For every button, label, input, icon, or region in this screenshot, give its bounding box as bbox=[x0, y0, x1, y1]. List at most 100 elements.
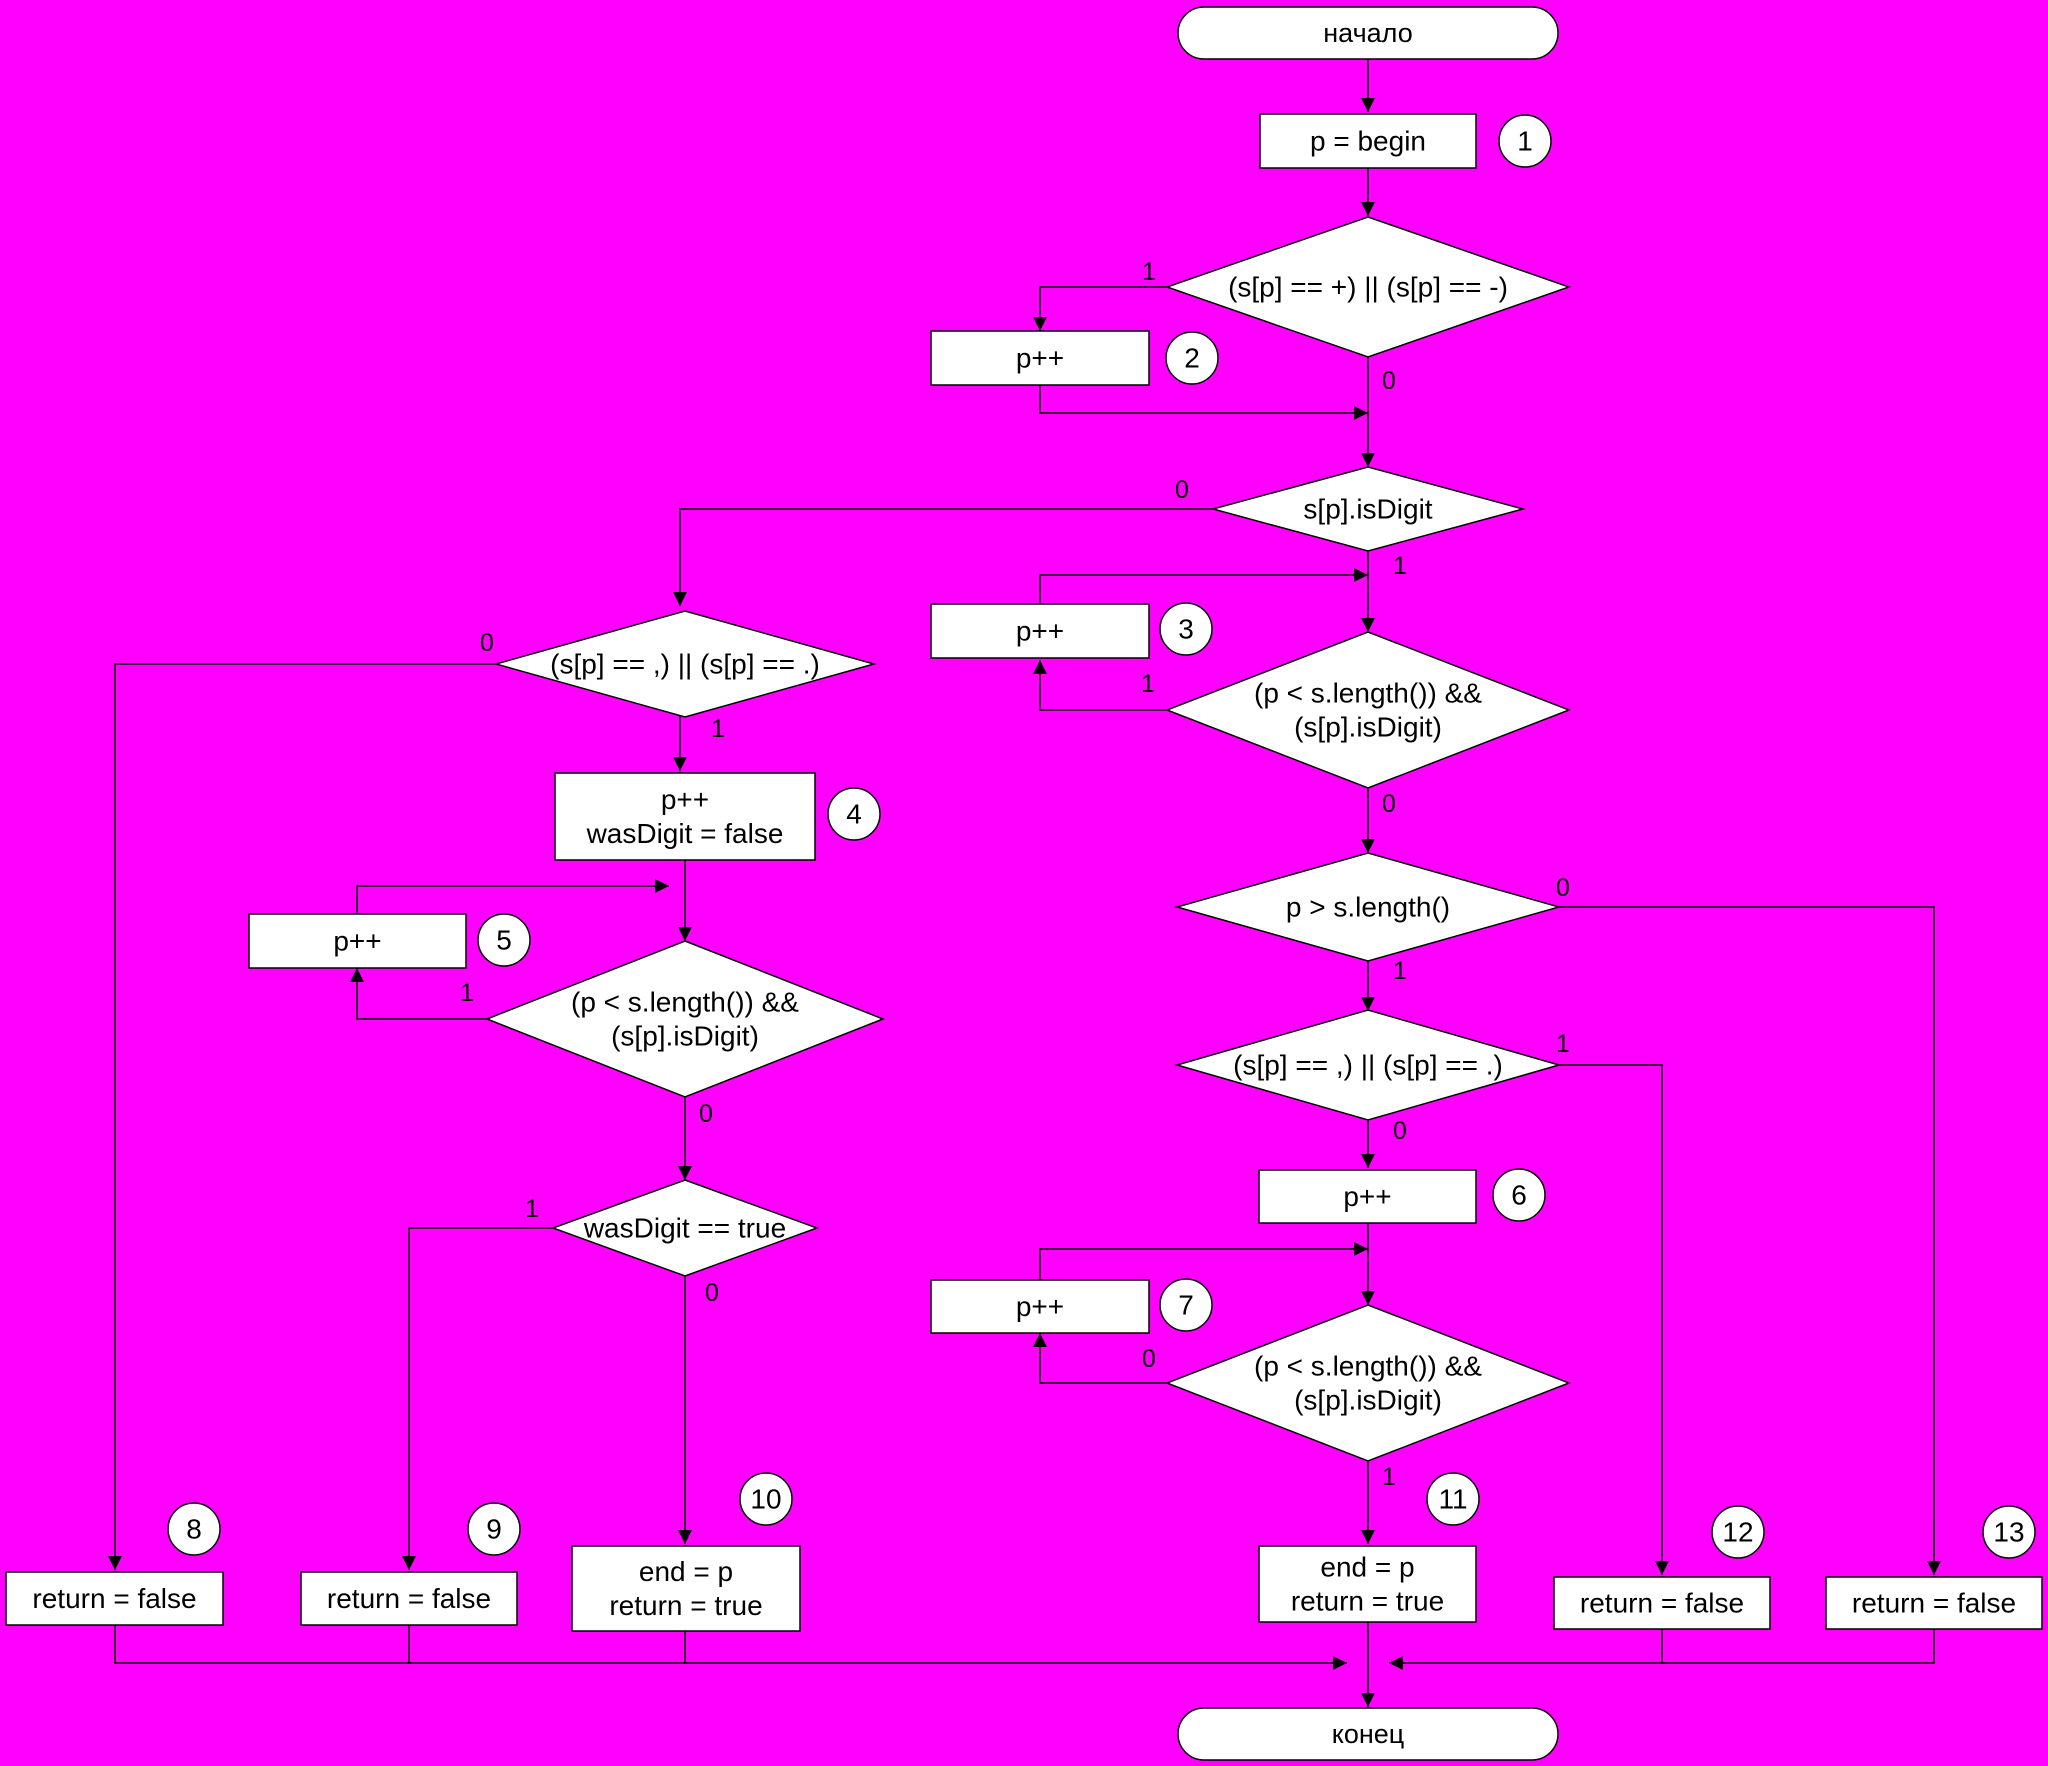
block-number-5: 5 bbox=[496, 925, 512, 956]
block-number-3: 3 bbox=[1178, 614, 1194, 645]
block-number-badge-11 bbox=[1426, 1472, 1480, 1526]
arrow-d2-false-to-d4 bbox=[673, 508, 1213, 606]
branch-label: 0 bbox=[699, 1100, 713, 1128]
branch-label: 0 bbox=[1393, 1117, 1407, 1145]
process-block-1-text: p = begin bbox=[1310, 126, 1426, 157]
decision-4-text: (s[p] == ,) || (s[p] == .) bbox=[550, 649, 820, 680]
arrow-d5-true-to-b5 bbox=[350, 968, 487, 1020]
decision-5-text-line-1: (p < s.length()) && bbox=[571, 987, 799, 1018]
block-number-badge-3 bbox=[1159, 602, 1213, 656]
terminal-start bbox=[1177, 6, 1559, 60]
decision-5-text-line-2: (s[p].isDigit) bbox=[611, 1020, 759, 1051]
process-block-6 bbox=[1258, 1169, 1477, 1224]
block-number-13: 13 bbox=[1993, 1517, 2024, 1548]
process-block-2-text: p++ bbox=[1016, 343, 1064, 374]
block-number-2: 2 bbox=[1184, 343, 1200, 374]
block-number-badge-4 bbox=[827, 787, 881, 841]
branch-label: 0 bbox=[1175, 476, 1189, 504]
process-block-2 bbox=[930, 330, 1150, 386]
process-block-13-text: return = false bbox=[1852, 1588, 2016, 1619]
branch-label: 1 bbox=[1142, 258, 1156, 286]
process-block-11-text-line-2: return = true bbox=[1291, 1585, 1444, 1616]
branch-label: 0 bbox=[1382, 790, 1396, 818]
process-block-1 bbox=[1259, 113, 1477, 169]
arrow-right-merge-to-end bbox=[1389, 1629, 1935, 1670]
process-block-8-text: return = false bbox=[32, 1583, 196, 1614]
block-number-9: 9 bbox=[486, 1514, 502, 1545]
terminal-end-label: конец bbox=[1332, 1719, 1405, 1749]
process-block-5-text: p++ bbox=[333, 926, 381, 957]
line-d4-false-left bbox=[114, 663, 496, 1520]
arrow-b2-merge bbox=[1039, 385, 1368, 420]
branch-label: 0 bbox=[1382, 367, 1396, 395]
block-number-badge-13 bbox=[1982, 1505, 2036, 1559]
decision-1-text: (s[p] == +) || (s[p] == -) bbox=[1228, 272, 1508, 303]
process-block-12 bbox=[1553, 1576, 1771, 1630]
block-number-badge-10 bbox=[739, 1472, 793, 1526]
branch-label: 0 bbox=[480, 629, 494, 657]
process-block-10-text-line-1: end = p bbox=[639, 1556, 733, 1587]
connectors bbox=[108, 58, 1941, 1707]
decision-8-text: (s[p] == ,) || (s[p] == .) bbox=[1233, 1050, 1503, 1081]
block-number-badge-1 bbox=[1498, 114, 1552, 168]
process-block-3 bbox=[930, 603, 1150, 659]
arrow-loop5-return bbox=[356, 879, 669, 914]
process-block-10-text-line-2: return = true bbox=[609, 1590, 762, 1621]
decision-4 bbox=[493, 610, 877, 718]
arrow-d1-true-to-b2 bbox=[1033, 286, 1167, 331]
block-number-4: 4 bbox=[846, 799, 862, 830]
branch-label: 0 bbox=[1556, 874, 1570, 902]
process-block-4-text-line-1: p++ bbox=[661, 784, 709, 815]
arrow-loop3-return bbox=[1039, 568, 1368, 604]
process-block-11 bbox=[1258, 1545, 1477, 1623]
block-number-6: 6 bbox=[1511, 1180, 1527, 1211]
line-d8-false-right bbox=[1559, 1064, 1663, 1520]
arrow-left-merge-to-end bbox=[114, 1625, 1347, 1670]
terminal-start-label: начало bbox=[1323, 18, 1413, 48]
process-block-3-text: p++ bbox=[1016, 616, 1064, 647]
process-block-11-text-line-1: end = p bbox=[1320, 1552, 1414, 1583]
decision-7 bbox=[1174, 852, 1562, 962]
line-d7-true-right bbox=[1559, 906, 1935, 1575]
block-number-badge-12 bbox=[1711, 1505, 1765, 1559]
block-number-badge-7 bbox=[1159, 1278, 1213, 1332]
branch-label: 0 bbox=[705, 1279, 719, 1307]
block-number-badge-5 bbox=[477, 913, 531, 967]
process-block-9-text: return = false bbox=[327, 1583, 491, 1614]
block-number-11: 11 bbox=[1438, 1484, 1467, 1515]
decision-9-text-line-2: (s[p].isDigit) bbox=[1294, 1384, 1442, 1415]
decision-9 bbox=[1164, 1304, 1572, 1462]
process-block-7 bbox=[930, 1279, 1150, 1334]
block-number-badge-2 bbox=[1165, 331, 1219, 385]
decision-3-text-line-2: (s[p].isDigit) bbox=[1294, 711, 1442, 742]
process-block-7-text: p++ bbox=[1016, 1291, 1064, 1322]
branch-label: 1 bbox=[1382, 1463, 1396, 1491]
decision-1 bbox=[1164, 216, 1572, 358]
decision-6 bbox=[550, 1179, 820, 1277]
branch-label: 1 bbox=[460, 979, 474, 1007]
branch-label: 1 bbox=[525, 1195, 539, 1223]
process-block-13 bbox=[1825, 1576, 2043, 1630]
line-d6-false-left bbox=[408, 1227, 553, 1520]
branch-label: 1 bbox=[1141, 670, 1155, 698]
block-number-12: 12 bbox=[1722, 1517, 1753, 1548]
decision-2 bbox=[1210, 466, 1526, 552]
branch-label: 1 bbox=[711, 715, 725, 743]
process-block-10 bbox=[571, 1545, 801, 1632]
decision-8 bbox=[1174, 1009, 1562, 1121]
decision-7-text: p > s.length() bbox=[1286, 892, 1450, 923]
branch-label: 1 bbox=[1393, 552, 1407, 580]
branch-label: 0 bbox=[1142, 1345, 1156, 1373]
decision-3 bbox=[1164, 631, 1572, 789]
decision-5 bbox=[484, 940, 886, 1098]
process-block-4 bbox=[554, 772, 816, 861]
terminal-end bbox=[1177, 1707, 1559, 1761]
block-number-1: 1 bbox=[1517, 126, 1533, 157]
decision-3-text-line-1: (p < s.length()) && bbox=[1254, 678, 1482, 709]
decision-2-text: s[p].isDigit bbox=[1303, 494, 1432, 525]
block-number-7: 7 bbox=[1178, 1290, 1194, 1321]
decision-9-text-line-1: (p < s.length()) && bbox=[1254, 1351, 1482, 1382]
block-number-badge-9 bbox=[467, 1502, 521, 1556]
